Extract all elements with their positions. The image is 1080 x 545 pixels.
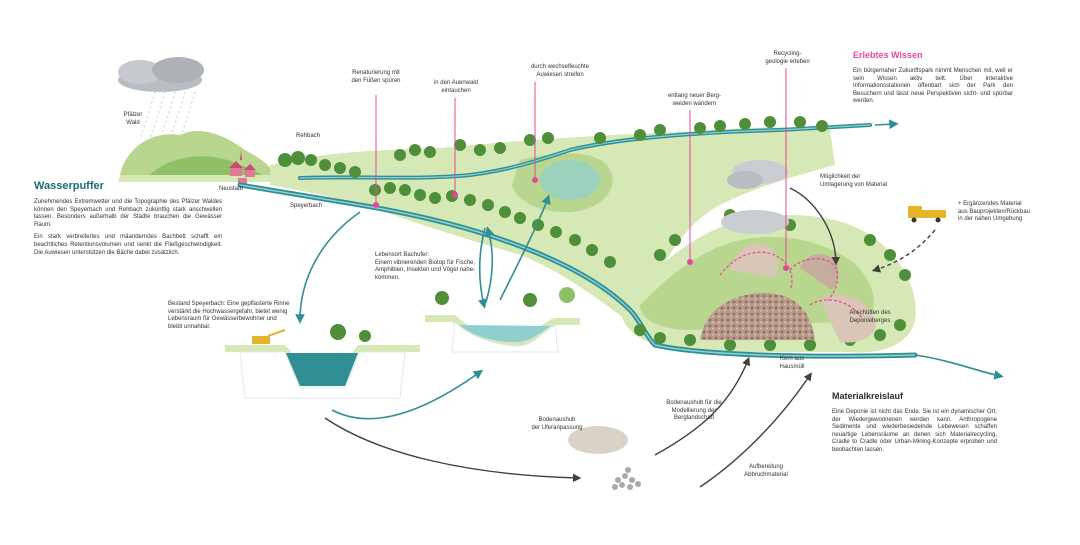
label-bestand: Bestand Speyerbach: Eine gepflasterte Ri… (168, 301, 290, 330)
materialkreislauf-p1: Eine Deponie ist nicht das Ende. Sie ist… (832, 409, 997, 453)
erlebtes-wissen-title: Erlebtes Wissen (853, 50, 923, 60)
info-station-markers (373, 68, 789, 271)
erlebtes-wissen-text: Ein bürgernaher Zukunftspark nimmt Mensc… (853, 68, 1013, 111)
label-neustadt: Neustadt (219, 186, 244, 192)
town-icon (229, 150, 256, 184)
label-pfaelzer-wald: Pfälzer Wald (123, 112, 143, 126)
label-aufbereitung: Aufbereitung Abbruchmaterial (744, 464, 788, 478)
auwiesen-pond (540, 160, 600, 200)
deponie-mound (700, 243, 876, 343)
label-renaturierung: Renaturierung mit den Füßen spüren (351, 70, 401, 84)
wasserpuffer-title: Wasserpuffer (34, 180, 104, 192)
forest-hills (118, 130, 280, 182)
label-bodenaushub-berg: Bodenaushub für die Modellierung der Ber… (666, 400, 722, 421)
creek-biotope-section (425, 287, 580, 353)
soil-pile (568, 426, 628, 454)
wasserpuffer-p1: Zunehmendes Extremwetter und die Topogra… (34, 199, 222, 228)
paved-channel-section (225, 324, 420, 399)
label-umlagerung: Möglichkeit der Umlagerung von Material (820, 174, 888, 188)
label-recycling: Recycling- geologie erleben (765, 51, 810, 65)
materialkreislauf-text: Eine Deponie ist nicht das Ende. Sie ist… (832, 409, 997, 460)
label-anschuetten: Anschütten des Deponieberges (849, 310, 891, 324)
label-speyerbach: Speyerbach (290, 203, 323, 209)
material-flow-arrows (324, 187, 936, 488)
label-auwiesen: durch wechselfeuchte Auwiesen streifen (530, 64, 590, 78)
label-rehbach: Rehbach (296, 133, 321, 139)
label-ergaenzendes: + Ergänzendes Material aus Bauprojekten/… (958, 201, 1031, 222)
label-kern: Kern aus Hausmüll (779, 356, 805, 370)
rivers (237, 123, 918, 359)
rain-cloud-icon (118, 57, 204, 141)
green-valley (270, 127, 916, 353)
label-bergweiden: entlang neuer Berg- weiden wandern (667, 93, 722, 107)
label-bodenaushub-ufer: Bodenaushub der Uferanpassung (531, 417, 583, 431)
wasserpuffer-p2: Ein stark verbreitertes und mäanderndes … (34, 234, 222, 256)
label-lebensort: Lebensort Bachufer: Einem vibrierenden B… (375, 252, 476, 281)
label-auenwald: in den Auenwald eintauchen (433, 80, 479, 94)
water-flow-arrows (295, 119, 1004, 420)
dump-truck-icon (908, 206, 946, 223)
erlebtes-wissen-p1: Ein bürgernaher Zukunftspark nimmt Mensc… (853, 68, 1013, 105)
gravel-pile (612, 467, 641, 490)
material-cloud-icon (721, 160, 789, 234)
wasserpuffer-text: Zunehmendes Extremwetter und die Topogra… (34, 199, 222, 262)
materialkreislauf-title: Materialkreislauf (832, 391, 904, 401)
trees (278, 116, 911, 351)
